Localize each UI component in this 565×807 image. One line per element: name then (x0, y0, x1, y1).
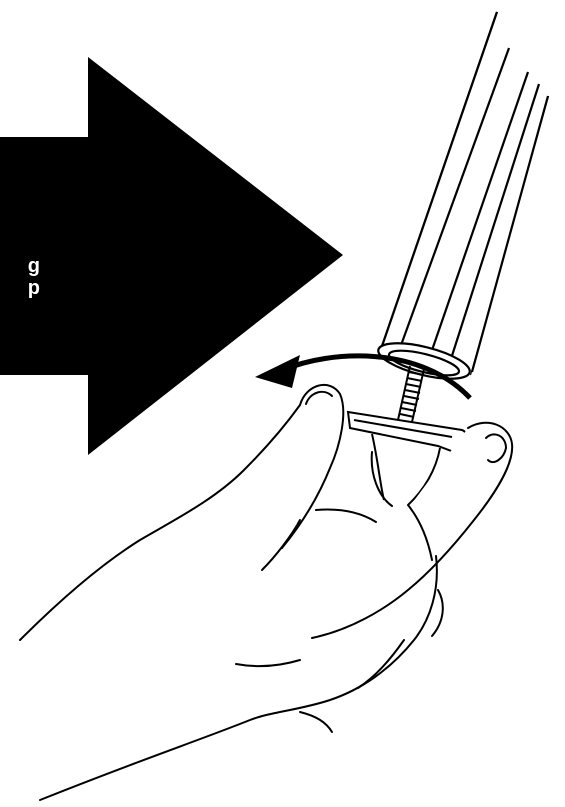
arrow-text: g p (0, 255, 40, 299)
threaded-bolt-icon (398, 366, 424, 422)
large-right-arrow-icon (0, 57, 343, 455)
arrow-text-line-2: p (0, 277, 40, 299)
arrow-text-line-1: g (0, 255, 40, 277)
pole-icon (375, 12, 548, 386)
